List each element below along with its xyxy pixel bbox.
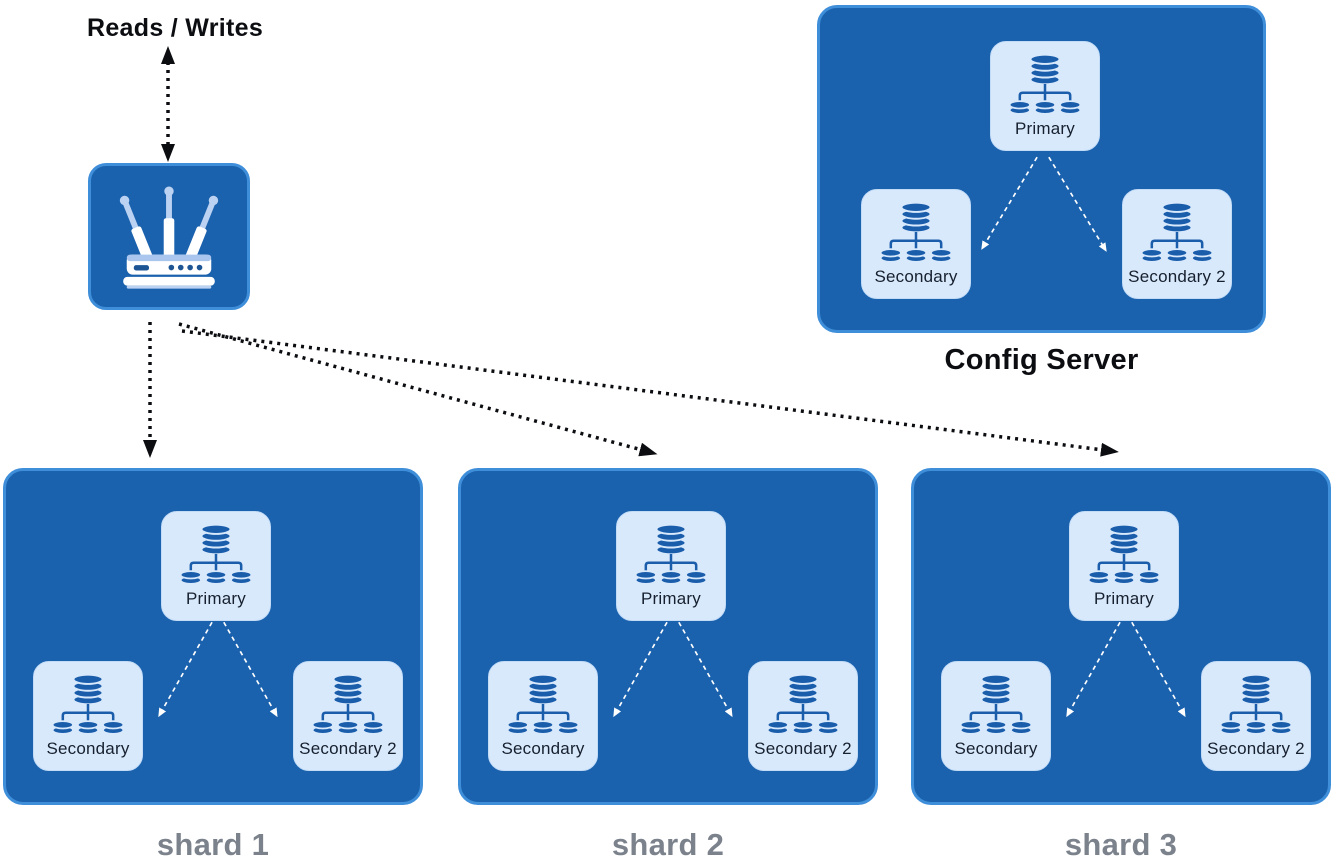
node-label: Primary <box>1015 119 1075 138</box>
wireless-router-icon <box>110 183 228 291</box>
node-label: Primary <box>186 589 246 608</box>
database-cluster-icon <box>1006 53 1084 115</box>
database-cluster-icon <box>177 523 255 585</box>
database-cluster-icon <box>957 673 1035 735</box>
config-server-box: Primary Secondary Secondary 2 <box>817 5 1266 333</box>
primary-node-card: Primary <box>990 41 1100 151</box>
node-label: Secondary <box>874 267 958 286</box>
database-cluster-icon <box>877 201 955 263</box>
primary-to-secondary2-arrow <box>1048 156 1107 252</box>
database-cluster-icon <box>1085 523 1163 585</box>
secondary-node-card: Secondary <box>861 189 971 299</box>
primary-to-secondary-arrow <box>981 156 1038 250</box>
shard-3-box: Primary Secondary Secondary 2 <box>911 468 1331 805</box>
router-to-shard2-arrow <box>178 322 658 457</box>
shard-1-box: Primary Secondary Secondary 2 <box>3 468 423 805</box>
shard-3-caption: shard 3 <box>1064 827 1178 859</box>
secondary-node-card: Secondary <box>33 661 143 771</box>
database-cluster-icon <box>1138 201 1216 263</box>
primary-to-secondary-arrow <box>1066 621 1121 718</box>
primary-to-secondary2-arrow <box>678 621 733 718</box>
secondary-node-card: Secondary <box>941 661 1051 771</box>
node-label: Primary <box>1094 589 1154 608</box>
primary-to-secondary2-arrow <box>223 621 278 718</box>
secondary2-node-card: Secondary 2 <box>748 661 858 771</box>
primary-node-card: Primary <box>616 511 726 621</box>
node-label: Secondary 2 <box>754 739 852 758</box>
database-cluster-icon <box>49 673 127 735</box>
shard-1-caption: shard 1 <box>156 827 270 859</box>
primary-node-card: Primary <box>161 511 271 621</box>
secondary2-node-card: Secondary 2 <box>1122 189 1232 299</box>
node-label: Secondary <box>954 739 1038 758</box>
secondary2-node-card: Secondary 2 <box>1201 661 1311 771</box>
secondary2-node-card: Secondary 2 <box>293 661 403 771</box>
shard-2-box: Primary Secondary Secondary 2 <box>458 468 878 805</box>
node-label: Secondary 2 <box>1128 267 1226 286</box>
database-cluster-icon <box>764 673 842 735</box>
node-label: Secondary 2 <box>1207 739 1305 758</box>
database-cluster-icon <box>309 673 387 735</box>
node-label: Secondary <box>46 739 130 758</box>
node-label: Secondary <box>501 739 585 758</box>
query-router-box <box>88 163 250 310</box>
node-label: Secondary 2 <box>299 739 397 758</box>
database-cluster-icon <box>632 523 710 585</box>
primary-to-secondary-arrow <box>158 621 213 718</box>
secondary-node-card: Secondary <box>488 661 598 771</box>
database-cluster-icon <box>1217 673 1295 735</box>
reads-writes-label: Reads / Writes <box>87 14 264 42</box>
config-server-caption: Config Server <box>944 344 1139 376</box>
primary-to-secondary2-arrow <box>1131 621 1186 718</box>
database-cluster-icon <box>504 673 582 735</box>
shard-2-caption: shard 2 <box>611 827 725 859</box>
primary-node-card: Primary <box>1069 511 1179 621</box>
primary-to-secondary-arrow <box>613 621 668 718</box>
node-label: Primary <box>641 589 701 608</box>
